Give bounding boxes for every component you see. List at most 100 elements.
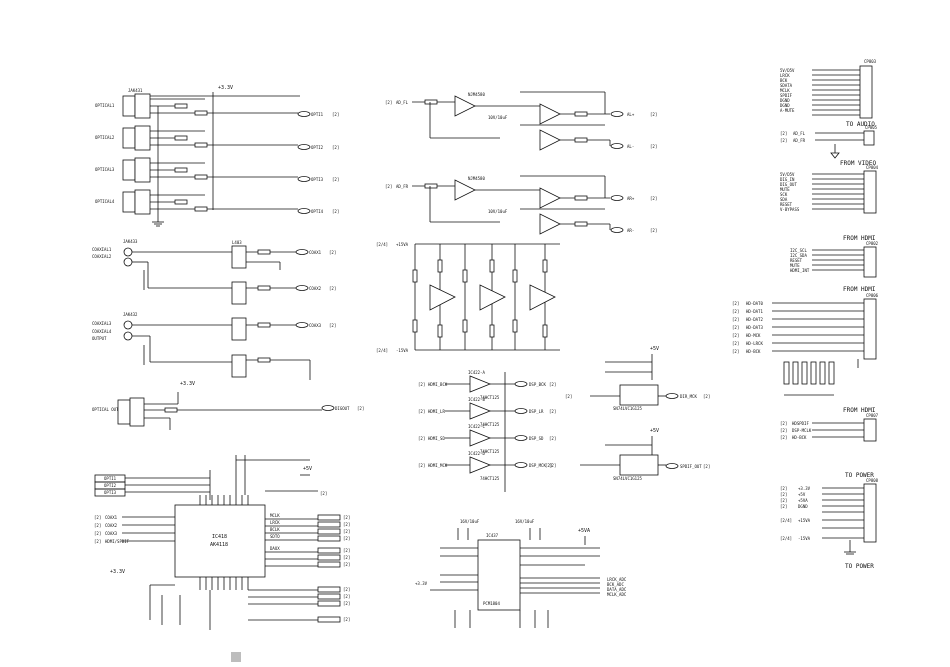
dsp-input-opti2: OPTI2 (104, 483, 117, 488)
svg-text:[2]: [2] (343, 594, 350, 599)
audio-channel-fr: [2] AD_FR NJM4580 10V/10uF AR+ AR- [2][2… (385, 175, 657, 235)
svg-text:DGND: DGND (780, 98, 790, 103)
svg-text:+3.3V: +3.3V (798, 486, 811, 491)
coax-supply-label: +3.3V (180, 381, 195, 387)
svg-text:[2]: [2] (94, 539, 101, 544)
audio-cap-fl: 10V/10uF (488, 115, 508, 120)
connector-power: TO POWER CP808 [2]+3.3V [2]+5V [2]+5VA [… (780, 472, 879, 570)
adc-cap-right: 16V/10uF (515, 519, 535, 524)
svg-text:SCK: SCK (780, 192, 788, 197)
svg-text:[2]: [2] (703, 464, 710, 469)
svg-text:MCLK: MCLK (780, 88, 790, 93)
connector-hdmi3-caption: FROM HDMI (843, 407, 876, 414)
svg-text:HD-DAT2: HD-DAT2 (746, 317, 763, 322)
svg-text:LRCK: LRCK (780, 73, 790, 78)
audio-opamp-block: [2] AD_FL NJM4580 10V/10uF AL+ AL- [2][2… (385, 91, 657, 235)
svg-text:+5V: +5V (798, 492, 806, 497)
svg-text:+15VA: +15VA (798, 518, 811, 523)
svg-text:[2]: [2] (329, 250, 336, 255)
connector-hdmi3-ref: CP807 (866, 413, 879, 418)
svg-text:[2]: [2] (565, 394, 572, 399)
optical-output-4: OPTI4 (311, 209, 324, 214)
svg-text:[2]: [2] (650, 112, 657, 117)
dsp-out-mclk: MCLK (270, 513, 280, 518)
connector-hdmi1-ref: CP802 (866, 241, 879, 246)
dsp-out-bclk: BCLK (270, 527, 280, 532)
svg-text:5V/D5V: 5V/D5V (780, 172, 795, 177)
svg-text:MUTE: MUTE (780, 187, 790, 192)
svg-text:HD-BCK: HD-BCK (746, 349, 761, 354)
svg-text:A-MUTE: A-MUTE (780, 108, 795, 113)
connector-video-caption: FROM VIDEO (840, 160, 877, 167)
svg-text:[2]: [2] (418, 436, 425, 441)
svg-text:I2C_SDA: I2C_SDA (790, 253, 807, 258)
dsp-input-coax3: COAX3 (105, 531, 118, 536)
connector-power-ref: CP808 (866, 478, 879, 483)
svg-text:[2]: [2] (780, 138, 787, 143)
svg-text:[2]: [2] (332, 177, 339, 182)
coax-transformer-4 (231, 354, 311, 380)
buffer-c: [2] HDMI_SD IC422-C 74HCT125 DSP_SD [2] (418, 424, 556, 454)
svg-text:[2]: [2] (549, 409, 556, 414)
audio-opamp-fr: NJM4580 (468, 176, 485, 181)
svg-text:[2]: [2] (549, 463, 556, 468)
svg-text:[2]: [2] (732, 301, 739, 306)
svg-text:DGND: DGND (780, 103, 790, 108)
svg-text:[2]: [2] (650, 144, 657, 149)
buffer-out-d: DSP_MCK (529, 463, 546, 468)
svg-text:SPDIF: SPDIF (780, 93, 793, 98)
svg-text:HD-DAT0: HD-DAT0 (746, 301, 763, 306)
buffer-ref-b: IC422-B (468, 397, 485, 402)
coax-input-label-1: COAXIAL1 (92, 247, 112, 252)
buffer-out-a: DSP_BCK (529, 382, 546, 387)
svg-text:[2]: [2] (549, 382, 556, 387)
buffer-part-a: 74HCT125 (480, 395, 500, 400)
connector-audio-ref: CP803 (864, 59, 877, 64)
coax-input-label-3: COAXIAL3 (92, 321, 112, 326)
optical-input-block: +3.3V OPTICAL1 JAK431 OPTI1 [2] OPTICAL2… (95, 85, 339, 227)
optical-input-label-4: OPTICAL4 (95, 199, 115, 204)
svg-text:[2]: [2] (343, 555, 350, 560)
dsp-outputs: MCLK LRCK BCLK SDTO DAUX [2] [2][2][2][2… (248, 490, 350, 623)
dsp-input-hdmi: HDMI/SPDIF (105, 539, 130, 544)
svg-text:[2]: [2] (732, 309, 739, 314)
adc-part: PCM1804 (483, 601, 500, 606)
svg-text:[2]: [2] (332, 112, 339, 117)
optical-output-2: OPTI2 (311, 145, 324, 150)
audio-input-fr: AD_FR (396, 184, 409, 189)
coax-jack-1: COAXIAL1 COAXIAL2 JAK433 (92, 239, 232, 289)
svg-text:HDSPDIF: HDSPDIF (792, 421, 809, 426)
svg-text:[2/4]: [2/4] (376, 242, 388, 247)
audio-input-fl: AD_FL (396, 100, 409, 105)
svg-text:[2]: [2] (343, 536, 350, 541)
svg-text:[2]: [2] (780, 421, 787, 426)
svg-text:[2]: [2] (732, 325, 739, 330)
regulator-plus-15: +15VA (396, 242, 409, 247)
dsp-out-daux: DAUX (270, 546, 280, 551)
svg-text:AD_FR: AD_FR (793, 138, 806, 143)
svg-text:[2]: [2] (418, 409, 425, 414)
buffer-block: [2] HDMI_BCK IC422-A 74HCT125 DSP_BCK [2… (418, 370, 556, 492)
regulator-3 (512, 244, 556, 350)
dsp-input-opti3: OPTI3 (104, 490, 117, 495)
buffer-out-c: DSP_SD (529, 436, 544, 441)
coax-jack-2: COAXIAL3 COAXIAL4 OUTPUT JAK432 (92, 312, 232, 363)
svg-text:[2]: [2] (343, 601, 350, 606)
svg-text:[2]: [2] (545, 463, 552, 468)
audio-out-ar-plus: AR+ (627, 196, 635, 201)
svg-text:I2C_SCL: I2C_SCL (790, 248, 807, 253)
dsp-ref: IC418 (212, 534, 227, 540)
svg-text:DIG_IN: DIG_IN (780, 177, 795, 182)
coax-output-caption: OUTPUT (92, 336, 107, 341)
audio-out-al-plus: AL+ (627, 112, 635, 117)
buffer-in-d: HDMI_MCK (428, 463, 448, 468)
svg-text:[2]: [2] (332, 145, 339, 150)
buffer-d: [2] HDMI_MCK IC422-D 74HCT125 DSP_MCK [2… (418, 451, 556, 481)
svg-text:[2]: [2] (732, 341, 739, 346)
optical-input-label-2: OPTICAL2 (95, 135, 115, 140)
coaxial-input-block: COAXIAL1 COAXIAL2 JAK433 L403 COAX1 [2] … (92, 239, 364, 430)
svg-text:[2]: [2] (732, 333, 739, 338)
coax-transformer-3: COAX3 [2] (231, 317, 336, 341)
svg-text:DSP-MCLK: DSP-MCLK (792, 428, 812, 433)
